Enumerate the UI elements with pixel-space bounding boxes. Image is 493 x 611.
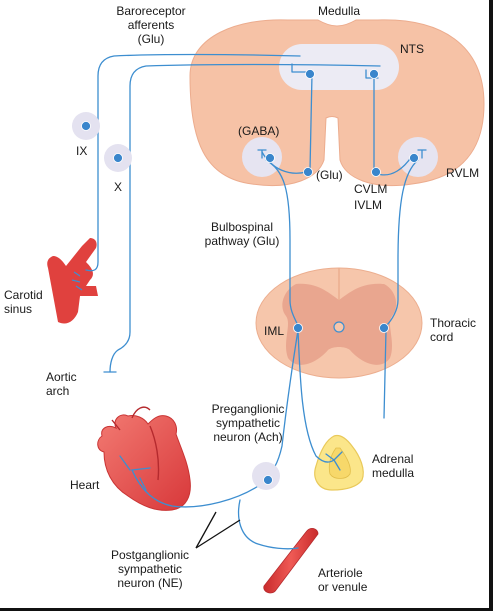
baroreceptor-label-line2: afferents: [127, 18, 175, 32]
thoracic-label: Thoracic cord: [430, 316, 476, 344]
gaba-synapse: [261, 151, 307, 174]
rvlm-label: RVLM: [446, 166, 480, 180]
x-label: X: [114, 180, 123, 194]
rvlm-bar: [417, 149, 427, 159]
baroreceptor-afferent-ix: [85, 53, 301, 272]
carotid-label-line2: sinus: [4, 302, 33, 316]
baroreceptor-label-line3: (Glu): [137, 32, 165, 46]
x-neuron-dot: [113, 153, 123, 163]
postganglionic-label-line1: Postganglionic: [110, 548, 190, 562]
bulbospinal-label: Bulbospinal pathway (Glu): [194, 220, 290, 248]
ix-neuron-dot: [81, 121, 91, 131]
adrenal-label-line1: Adrenal: [372, 452, 414, 466]
bulbospinal-left: [265, 159, 299, 327]
nts-neuron-dot-right: [369, 69, 379, 79]
bulbospinal-right: [385, 159, 419, 327]
bottom-border: [0, 608, 493, 611]
iml-neuron-dot-left: [293, 323, 303, 333]
baroreceptor-label: Baroreceptor afferents (Glu): [100, 4, 202, 46]
carotid-label-line1: Carotid: [4, 288, 43, 302]
arteriole-label-line2: or venule: [318, 580, 368, 594]
baroreceptor-afferent-x: [109, 63, 381, 373]
nts-to-gaba: [309, 73, 313, 171]
preganglionic-label-line2: sympathetic: [215, 416, 281, 430]
cvlm-label: CVLM: [354, 182, 388, 196]
glu-label: (Glu): [316, 168, 343, 182]
heart-shape: [97, 414, 191, 511]
postganglionic-label-line2: sympathetic: [117, 562, 183, 576]
ivlm-label: IVLM: [354, 198, 383, 212]
arteriole-label-line1: Arteriole: [318, 566, 363, 580]
ix-label: IX: [76, 144, 88, 158]
adrenal-label: Adrenal medulla: [372, 452, 414, 480]
spinal-outflow-right: [383, 329, 387, 419]
baroreceptor-label-line1: Baroreceptor: [116, 4, 186, 18]
postganglionic-pointer-left: [195, 511, 217, 549]
postganglionic-to-arteriole: [237, 499, 299, 550]
postganglionic-label-line3: neuron (NE): [117, 576, 183, 590]
right-border: [489, 0, 493, 611]
heart-nerve-plexus: [119, 455, 151, 491]
postganglionic-label: Postganglionic sympathetic neuron (NE): [100, 548, 200, 590]
nts-neuron-dot-left: [305, 69, 315, 79]
aortic-label-line1: Aortic: [46, 370, 77, 384]
bulbospinal-label-line1: Bulbospinal: [210, 220, 274, 234]
arteriole-vessel: [263, 528, 319, 594]
thoracic-label-line1: Thoracic: [430, 316, 477, 330]
central-canal: [333, 321, 345, 333]
heart-label: Heart: [70, 478, 100, 492]
gaba-neuron-dot: [265, 153, 275, 163]
glu-neuron-dot: [303, 167, 313, 177]
bulbospinal-label-line2: pathway (Glu): [204, 234, 280, 248]
arteriole-label: Arteriole or venule: [318, 566, 367, 594]
nts-region: [279, 44, 399, 90]
gaba-label: (GABA): [238, 124, 280, 138]
aortic-label-line2: arch: [46, 384, 70, 398]
postganglionic-to-heart: [131, 469, 265, 508]
adrenal-nerve-endings: [325, 451, 343, 471]
carotid-label: Carotid sinus: [4, 288, 43, 316]
heart-vessels: [111, 406, 160, 481]
preganglionic-label-line1: Preganglionic: [211, 402, 285, 416]
iml-neuron-dot-right: [379, 323, 389, 333]
gaba-bar: [257, 149, 267, 159]
adrenal-label-line2: medulla: [372, 466, 415, 480]
preganglionic-label: Preganglionic sympathetic neuron (Ach): [198, 402, 298, 444]
cvlm-neuron-dot: [371, 167, 381, 177]
iml-label: IML: [264, 324, 285, 338]
carotid-nerve-endings: [71, 271, 83, 291]
thoracic-label-line2: cord: [430, 330, 454, 344]
rvlm-neuron-dot: [409, 153, 419, 163]
medulla-label: Medulla: [318, 4, 361, 18]
postganglionic-pointer-right: [195, 519, 241, 549]
ganglion-neuron-dot: [263, 475, 273, 485]
preganglionic-label-line3: neuron (Ach): [213, 430, 283, 444]
nts-label: NTS: [400, 42, 424, 56]
aortic-label: Aortic arch: [46, 370, 77, 398]
preganglionic-to-adrenal: [297, 329, 335, 463]
nts-synapse-left: [291, 63, 307, 73]
